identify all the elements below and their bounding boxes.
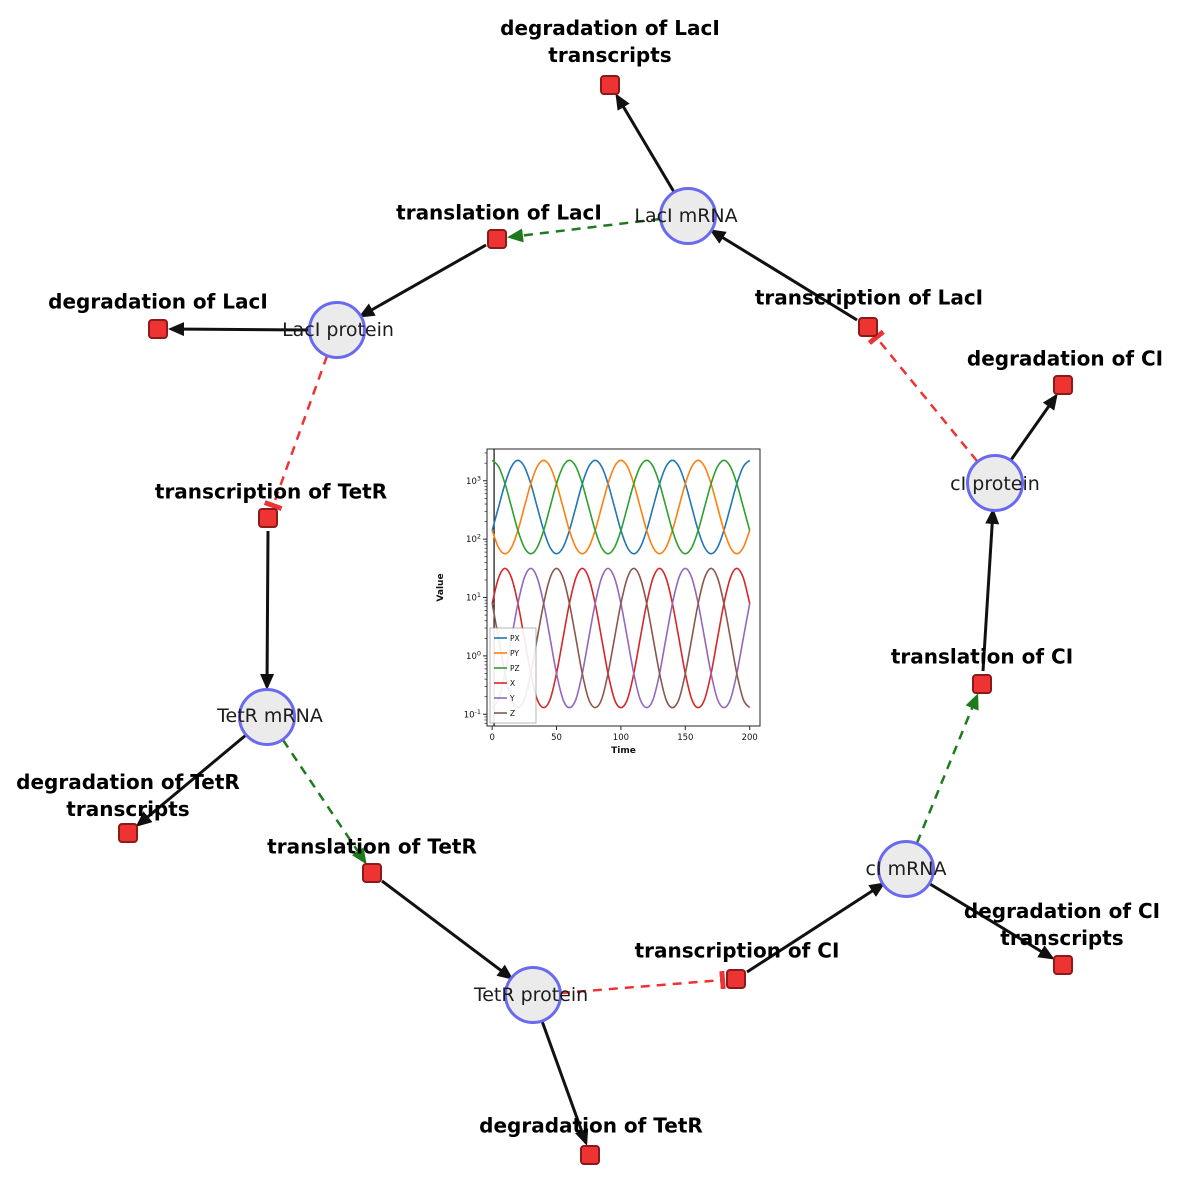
svg-text:Time: Time bbox=[611, 746, 636, 756]
reaction-node-degradation-ci[interactable] bbox=[1053, 375, 1073, 395]
reaction-node-degradation-laci[interactable] bbox=[148, 319, 168, 339]
species-label-tetr-protein: TetR protein bbox=[473, 984, 589, 1006]
reaction-label-transcription-laci: transcription of LacI bbox=[754, 285, 984, 310]
svg-text:PX: PX bbox=[510, 634, 520, 643]
edge-ciprotein-degradation bbox=[1009, 393, 1058, 461]
species-label-laci-mrna: LacI mRNA bbox=[634, 205, 738, 227]
species-label-ci-protein: cI protein bbox=[950, 473, 1040, 495]
edge-transcription-laci-to-mrna bbox=[709, 229, 858, 322]
reaction-node-translation-tetr[interactable] bbox=[362, 863, 382, 883]
reaction-label-degradation-laci: degradation of LacI bbox=[48, 289, 268, 314]
svg-text:100: 100 bbox=[466, 649, 481, 662]
reaction-node-transcription-ci[interactable] bbox=[726, 969, 746, 989]
reaction-node-translation-ci[interactable] bbox=[972, 674, 992, 694]
svg-text:PY: PY bbox=[510, 649, 519, 658]
edge-translation-tetr-to-protein bbox=[381, 879, 514, 980]
reaction-node-degradation-tetr[interactable] bbox=[580, 1145, 600, 1165]
svg-text:10-1: 10-1 bbox=[464, 708, 481, 721]
reaction-label-translation-tetr: translation of TetR bbox=[267, 834, 477, 859]
reaction-label-degradation-tetr: degradation of TetR bbox=[479, 1113, 703, 1138]
reaction-node-translation-laci[interactable] bbox=[487, 229, 507, 249]
edge-laciprotein-inhibits-transcription-tetr bbox=[263, 355, 329, 511]
species-node-laci-mrna[interactable] bbox=[659, 187, 717, 245]
edge-ciprotein-inhibits-transcription-laci bbox=[867, 329, 978, 462]
svg-text:Z: Z bbox=[510, 709, 515, 718]
edge-cimrna-modifier-translation bbox=[915, 693, 979, 844]
svg-text:50: 50 bbox=[551, 733, 562, 743]
reaction-label-degradation-tetr-transcripts: degradation of TetR transcripts bbox=[16, 770, 240, 821]
svg-text:Y: Y bbox=[509, 694, 515, 703]
edge-cimrna-degradation-transcripts bbox=[929, 882, 1055, 960]
species-node-ci-mrna[interactable] bbox=[877, 840, 935, 898]
reaction-label-translation-laci: translation of LacI bbox=[396, 200, 602, 225]
species-label-laci-protein: LacI protein bbox=[282, 319, 394, 341]
edge-tetrmrna-modifier-translation bbox=[281, 739, 367, 865]
svg-text:PZ: PZ bbox=[510, 664, 520, 673]
edge-tetrmrna-degradation-transcripts bbox=[135, 733, 247, 827]
edge-tetrprotein-inhibits-transcription-ci bbox=[560, 970, 726, 995]
svg-text:Value: Value bbox=[436, 573, 446, 601]
reaction-node-degradation-laci-transcripts[interactable] bbox=[600, 75, 620, 95]
svg-text:X: X bbox=[510, 679, 515, 688]
edge-tetrprotein-degradation bbox=[540, 1020, 589, 1146]
svg-text:103: 103 bbox=[466, 474, 481, 487]
reaction-label-degradation-ci-transcripts: degradation of CI transcripts bbox=[963, 899, 1161, 950]
reaction-node-transcription-tetr[interactable] bbox=[258, 508, 278, 528]
reaction-label-degradation-ci: degradation of CI bbox=[966, 346, 1164, 371]
species-label-tetr-mrna: TetR mRNA bbox=[217, 705, 323, 727]
reaction-label-transcription-ci: transcription of CI bbox=[634, 938, 840, 963]
species-node-laci-protein[interactable] bbox=[308, 301, 366, 359]
edge-transcription-ci-to-mrna bbox=[746, 882, 886, 974]
svg-text:100: 100 bbox=[613, 733, 629, 743]
svg-text:0: 0 bbox=[489, 733, 494, 743]
svg-text:101: 101 bbox=[466, 591, 481, 604]
edge-translation-ci-to-protein bbox=[981, 508, 1000, 672]
species-label-ci-mrna: cI mRNA bbox=[865, 858, 947, 880]
reaction-node-transcription-laci[interactable] bbox=[858, 317, 878, 337]
svg-text:150: 150 bbox=[677, 733, 693, 743]
svg-text:102: 102 bbox=[466, 533, 481, 546]
edge-laciprotein-degradation bbox=[168, 322, 310, 337]
reaction-node-degradation-tetr-transcripts[interactable] bbox=[118, 823, 138, 843]
reaction-label-degradation-laci-transcripts: degradation of LacI transcripts bbox=[500, 16, 720, 67]
edge-lacimrna-degradation-transcripts bbox=[615, 93, 676, 193]
species-node-tetr-protein[interactable] bbox=[504, 966, 562, 1024]
reaction-node-degradation-ci-transcripts[interactable] bbox=[1053, 955, 1073, 975]
svg-text:200: 200 bbox=[742, 733, 758, 743]
reaction-label-transcription-tetr: transcription of TetR bbox=[154, 479, 388, 504]
edge-transcription-tetr-to-mrna bbox=[260, 530, 275, 690]
reaction-label-translation-ci: translation of CI bbox=[890, 644, 1074, 669]
edge-translation-laci-to-protein bbox=[358, 243, 487, 318]
